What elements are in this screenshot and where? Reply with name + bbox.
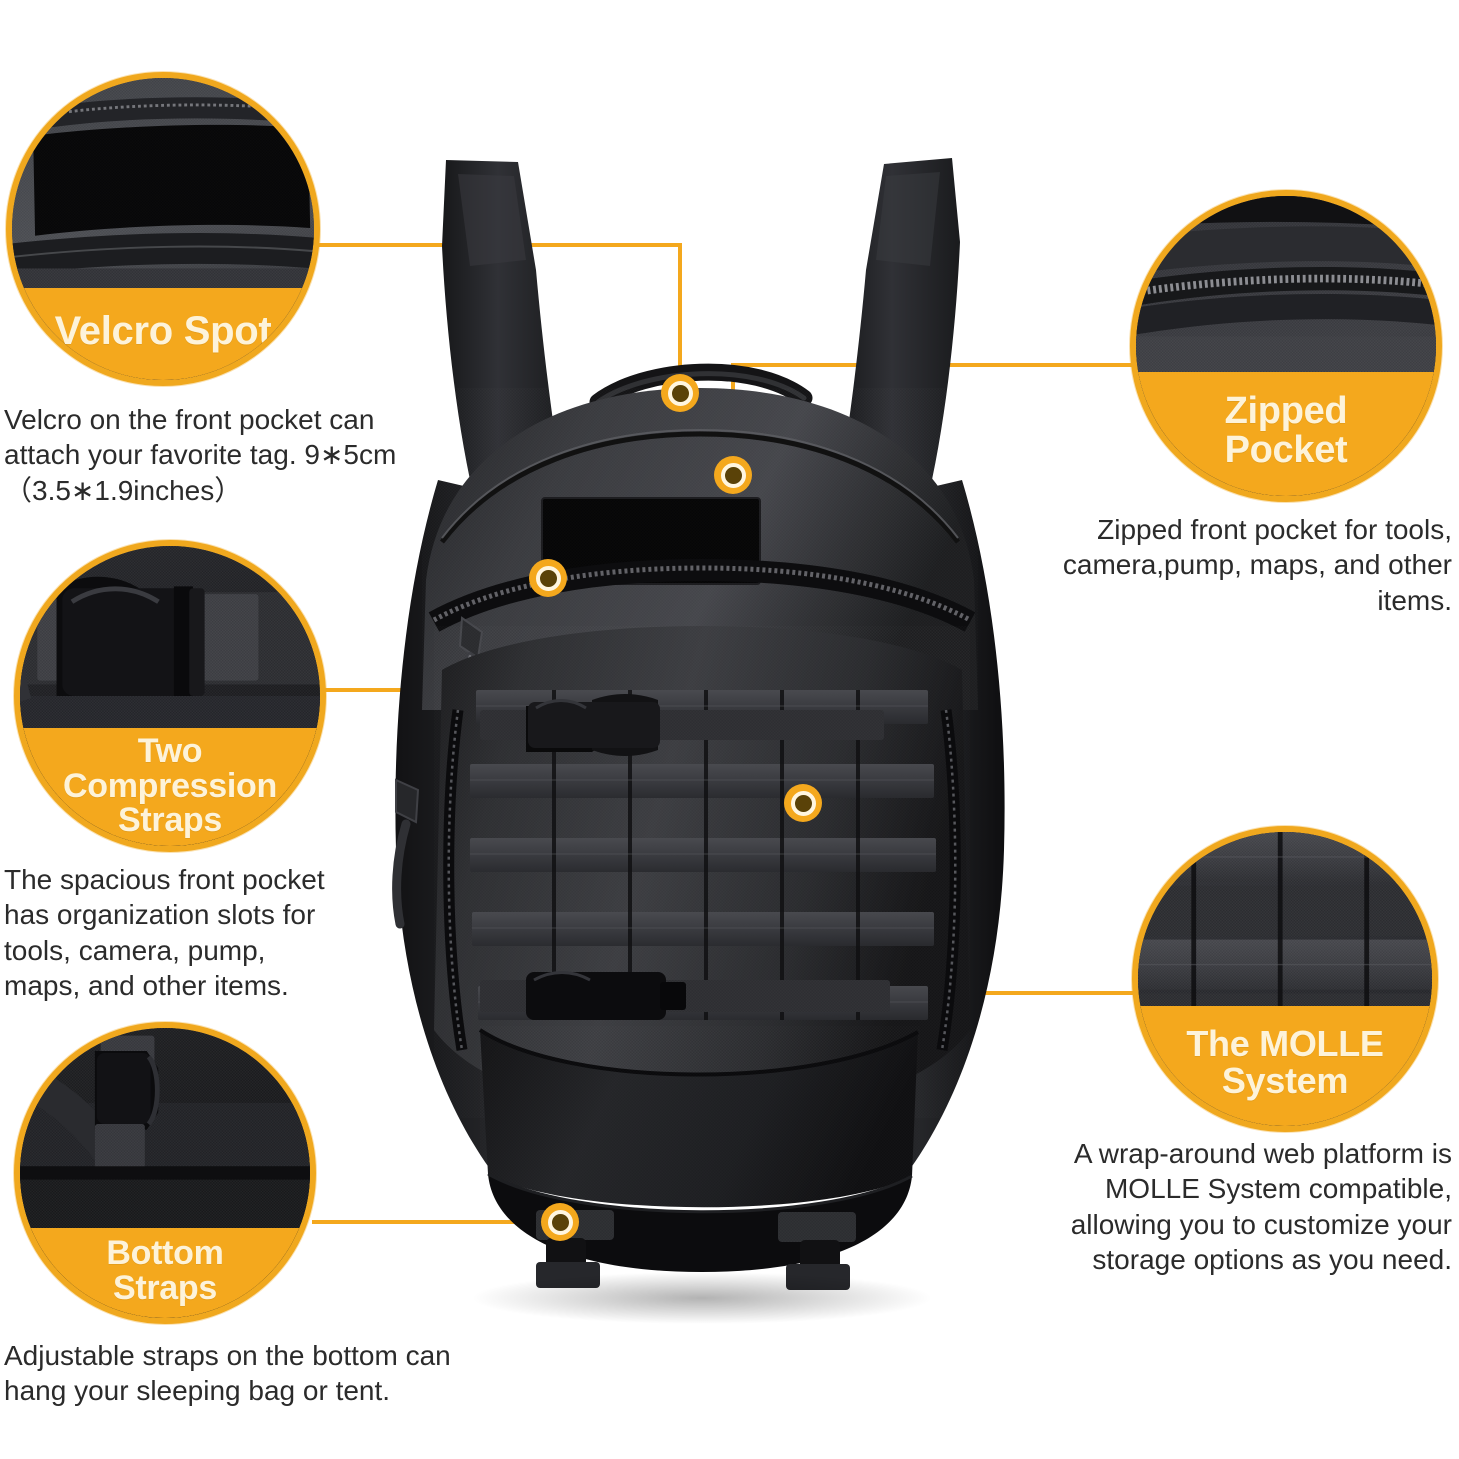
callout-zipped-label: Zipped Pocket: [1224, 390, 1348, 471]
hotspot-bottom-straps[interactable]: [541, 1203, 579, 1241]
callout-zipped-label-band: Zipped Pocket: [1136, 372, 1436, 496]
connector-velcro-vertical: [678, 243, 682, 395]
callout-molle-label: The MOLLE System: [1186, 1023, 1384, 1101]
callout-molle-label-band: The MOLLE System: [1138, 1006, 1432, 1126]
callout-velcro-label: Velcro Spot: [54, 308, 272, 353]
description-two-compression-straps: The spacious front pocket has organizati…: [4, 864, 325, 1001]
callout-compression-label: Two Compression Straps: [63, 731, 277, 840]
description-bottom-straps: Adjustable straps on the bottom can hang…: [4, 1340, 451, 1407]
callout-velcro-label-band: Velcro Spot: [12, 288, 314, 380]
backpack-product-image: [392, 158, 1005, 1324]
hotspot-molle[interactable]: [784, 784, 822, 822]
callout-bottom-label: Bottom Straps: [106, 1234, 224, 1307]
callout-molle-system[interactable]: The MOLLE System: [1132, 826, 1438, 1132]
callout-two-compression-straps[interactable]: Two Compression Straps: [14, 540, 326, 852]
hotspot-velcro[interactable]: [661, 374, 699, 412]
description-molle-system: A wrap-around web platform is MOLLE Syst…: [1070, 1138, 1452, 1275]
description-zipped-pocket: Zipped front pocket for tools, camera,pu…: [1062, 514, 1452, 616]
connector-bottom-horizontal: [312, 1220, 564, 1224]
hotspot-compression-straps[interactable]: [529, 559, 567, 597]
callout-compression-label-band: Two Compression Straps: [20, 728, 320, 846]
description-velcro-spot: Velcro on the front pocket can attach yo…: [4, 404, 397, 506]
callout-velcro-spot[interactable]: Velcro Spot: [6, 72, 320, 386]
callout-bottom-straps[interactable]: Bottom Straps: [14, 1022, 316, 1324]
callout-zipped-pocket[interactable]: Zipped Pocket: [1130, 190, 1442, 502]
callout-bottom-label-band: Bottom Straps: [20, 1228, 310, 1318]
hotspot-zipped-pocket[interactable]: [714, 456, 752, 494]
